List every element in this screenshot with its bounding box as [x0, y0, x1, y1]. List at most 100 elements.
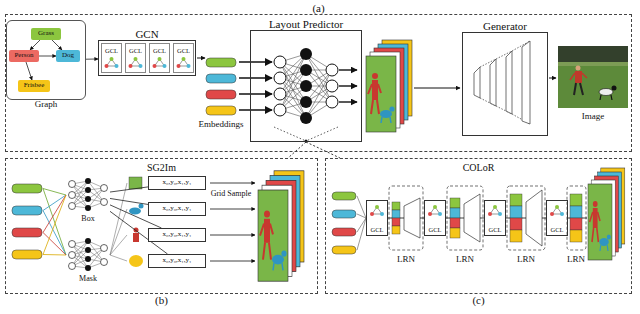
connector [288, 142, 306, 158]
node-text: (b) [155, 294, 168, 306]
feature-stacks [450, 218, 460, 228]
gcl-icons [105, 57, 119, 68]
embedding-bars [206, 90, 236, 99]
node-text: COLoR [463, 162, 495, 173]
upsample-layers [404, 198, 420, 238]
part-label: Image [582, 112, 605, 122]
node-text: GCL [177, 47, 190, 54]
node-text: GCL [489, 226, 502, 233]
coord-box: x₀,y₀,x₁,y₁ [148, 228, 206, 242]
embedding-links [357, 196, 366, 250]
embedding-bars [12, 206, 42, 215]
module-label: LRN [517, 255, 535, 265]
node-text: Mask [79, 275, 97, 284]
graph-node: Grass [31, 28, 61, 40]
node-text: (c) [472, 294, 484, 306]
predictor-network [339, 101, 357, 102]
graph-node: Dog [56, 50, 80, 62]
output-photo [599, 89, 613, 96]
node-text: GCL [153, 47, 166, 54]
embedding-links [43, 189, 66, 256]
embedding-links [43, 195, 66, 255]
output-photo [558, 46, 628, 108]
node-text: Person [14, 52, 33, 60]
embedding-bars [12, 184, 42, 193]
node-text: GCL [105, 47, 118, 54]
generator-layers [474, 67, 480, 98]
grid-sample-arrows [210, 261, 255, 262]
gcl-icons [428, 205, 442, 216]
connector [110, 198, 148, 204]
predictor-network [274, 88, 286, 100]
network-icon: Box [66, 176, 110, 214]
gcl-icons [177, 57, 191, 68]
node-text: Frisbee [24, 82, 45, 90]
predictor-network [326, 64, 338, 76]
operation-label: Grid Sample [209, 190, 254, 199]
embedding-bars [332, 192, 356, 200]
gcl-cell: GCL [546, 200, 568, 236]
embedding-links [43, 195, 66, 255]
feature-stacks [510, 218, 522, 230]
connector [52, 40, 62, 50]
object-icons [139, 204, 144, 209]
embedding-bars [206, 106, 236, 115]
node-text: x₀,y₀,x₁,y₁ [162, 179, 191, 187]
predictor-network [339, 69, 357, 70]
input-arrows [239, 93, 272, 95]
node-text: Box [81, 215, 94, 224]
predictor-network [274, 104, 286, 116]
gcl-cell: GCL [125, 43, 146, 73]
feature-stacks [450, 198, 460, 208]
embedding-links [43, 195, 66, 255]
node-text: (a) [312, 2, 324, 14]
grid-sample-arrows [210, 209, 255, 210]
graph-frame: GraphGrassPersonDogFrisbee [6, 20, 86, 100]
connector [26, 62, 32, 80]
output-photo [574, 83, 583, 95]
node-text: Generator [483, 20, 527, 32]
connector [30, 40, 40, 50]
output-photo [558, 62, 628, 66]
gcl-icons [550, 205, 564, 216]
predictor-network [300, 112, 312, 124]
embedding-bars [12, 250, 42, 259]
feature-stacks [392, 226, 400, 234]
node-text: GCL [129, 47, 142, 54]
object-icons [133, 233, 139, 242]
output-photo [612, 86, 617, 91]
predictor-network [274, 56, 286, 68]
embedding-bars [12, 228, 42, 237]
embedding-links [43, 189, 66, 256]
gcl-icons [105, 57, 191, 68]
input-arrows [239, 109, 272, 111]
node-text: x₀,y₀,x₁,y₁ [162, 231, 191, 239]
predictor-network [300, 80, 312, 92]
feature-stacks [392, 202, 400, 210]
predictor-network [339, 85, 357, 86]
node-text: Layout Predictor [269, 18, 343, 30]
predictor-network [300, 96, 312, 108]
connector [39, 56, 56, 57]
figure-art [588, 168, 625, 260]
node-text: GCL [551, 226, 564, 233]
gcl-cell: GCL [173, 43, 194, 73]
gcl-icons [153, 57, 167, 68]
output-photo [570, 73, 587, 80]
input-arrows [239, 77, 272, 79]
connector [110, 187, 148, 192]
figure-art [69, 178, 108, 211]
predictor-box: Layout Predictor [250, 30, 362, 142]
embedding-bars [206, 58, 236, 115]
gcn-box: GCNGCLGCLGCLGCL [98, 40, 196, 76]
upsample-layers [404, 190, 542, 246]
generator-layers [506, 51, 512, 114]
embedding-bars [206, 58, 236, 67]
lrn-brackets [447, 186, 483, 250]
node-text: Dog [62, 52, 74, 60]
feature-stacks [570, 218, 582, 230]
embedding-bars [12, 184, 42, 259]
output-photo [576, 66, 581, 71]
